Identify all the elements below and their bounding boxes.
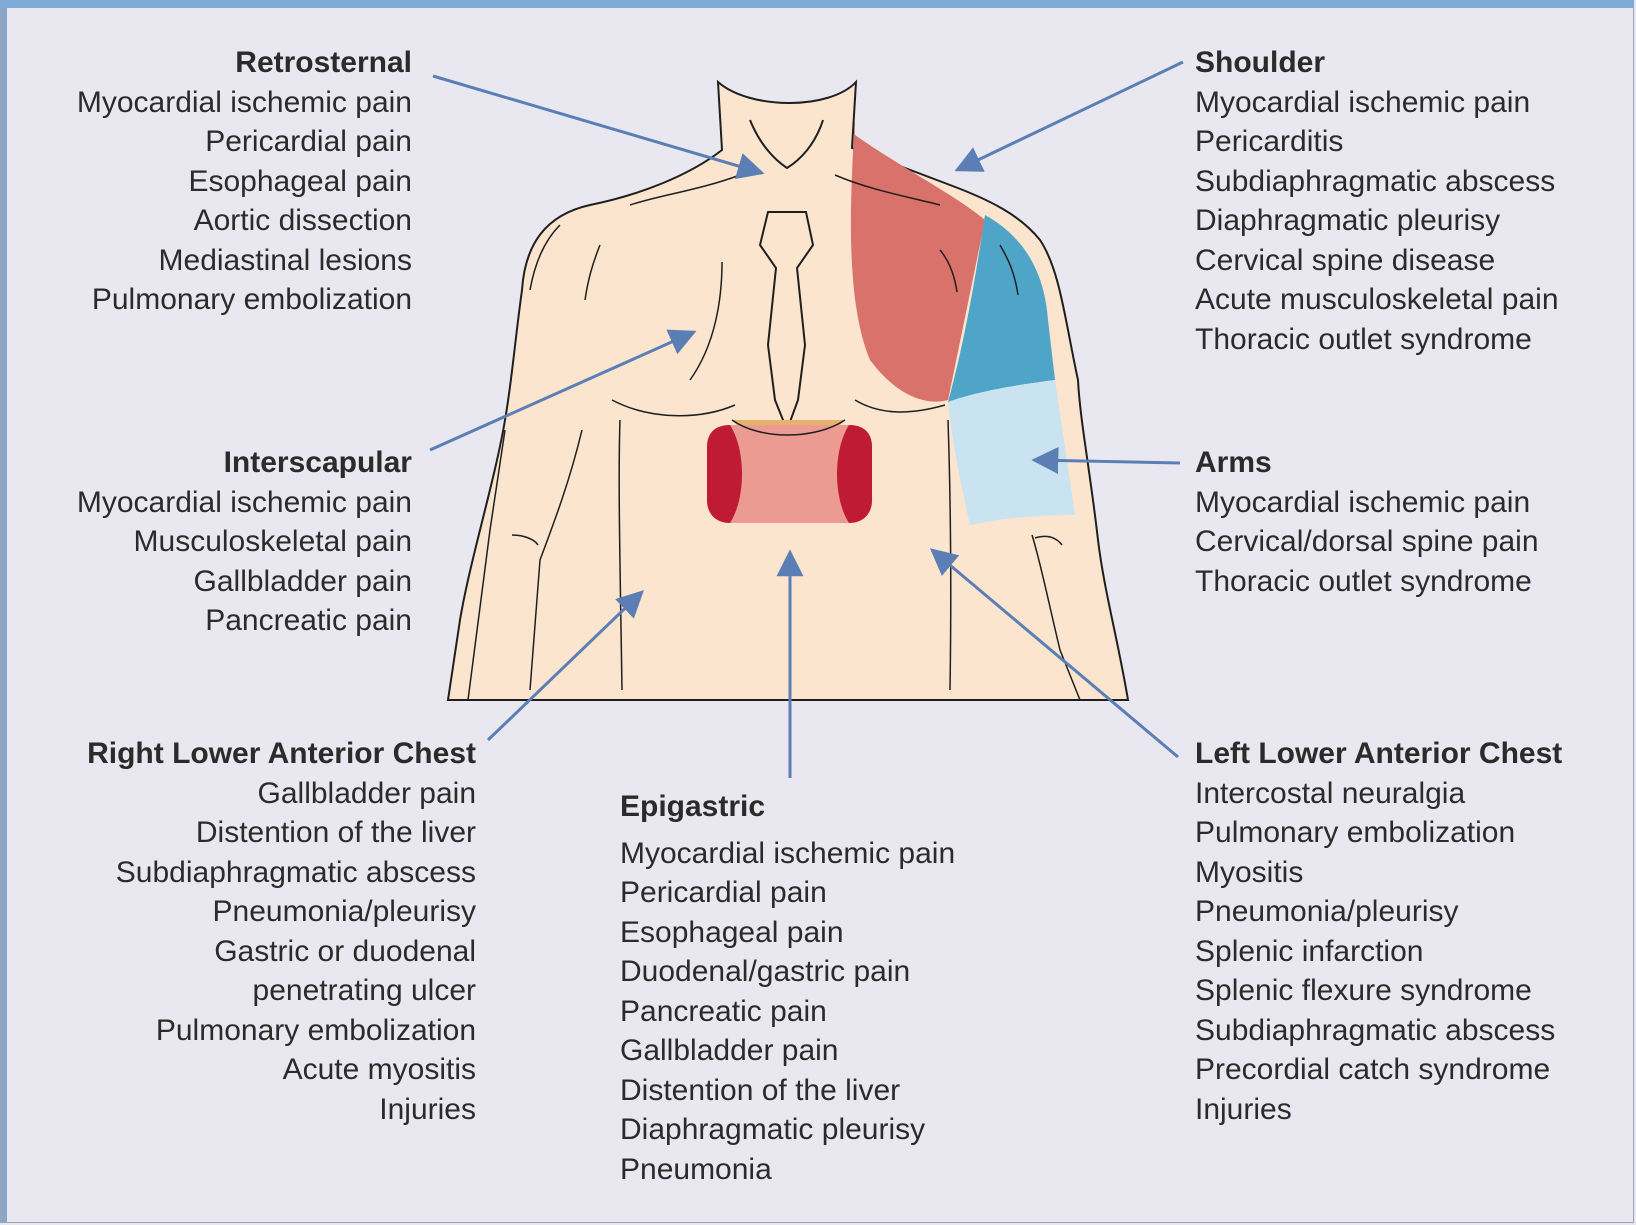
arrow-shoulder: [957, 62, 1183, 170]
list-item: Pulmonary embolization: [87, 1011, 476, 1051]
list-item: Diaphragmatic pleurisy: [620, 1110, 955, 1150]
list-item: Thoracic outlet syndrome: [1195, 320, 1559, 360]
list-item: Gallbladder pain: [620, 1031, 955, 1071]
list-item: Myocardial ischemic pain: [620, 834, 955, 874]
list-item: Distention of the liver: [87, 813, 476, 853]
list-item: Gallbladder pain: [87, 774, 476, 814]
list-item: Myocardial ischemic pain: [1195, 83, 1559, 123]
group-arms: Arms Myocardial ischemic pain Cervical/d…: [1195, 443, 1539, 601]
group-title: Interscapular: [77, 443, 412, 483]
group-title: Right Lower Anterior Chest: [87, 734, 476, 774]
list-item: Pericardial pain: [77, 122, 412, 162]
list-item: Subdiaphragmatic abscess: [1195, 162, 1559, 202]
list-item: Intercostal neuralgia: [1195, 774, 1562, 814]
arm-light-blue-region: [948, 380, 1075, 525]
group-title: Retrosternal: [77, 43, 412, 83]
list-item: Pericarditis: [1195, 122, 1559, 162]
list-item: Thoracic outlet syndrome: [1195, 562, 1539, 602]
list-item: Myocardial ischemic pain: [77, 483, 412, 523]
list-item: Pulmonary embolization: [77, 280, 412, 320]
list-item: Pulmonary embolization: [1195, 813, 1562, 853]
list-item: Musculoskeletal pain: [77, 522, 412, 562]
list-item: Aortic dissection: [77, 201, 412, 241]
arrow-retrosternal: [433, 76, 762, 173]
list-item: Duodenal/gastric pain: [620, 952, 955, 992]
group-left-lower-anterior-chest: Left Lower Anterior Chest Intercostal ne…: [1195, 734, 1562, 1129]
group-epigastric: Epigastric Myocardial ischemic pain Peri…: [620, 787, 955, 1189]
list-item: Injuries: [87, 1090, 476, 1130]
list-item: Injuries: [1195, 1090, 1562, 1130]
list-item: Subdiaphragmatic abscess: [87, 853, 476, 893]
list-item: Subdiaphragmatic abscess: [1195, 1011, 1562, 1051]
list-item: Diaphragmatic pleurisy: [1195, 201, 1559, 241]
group-title: Shoulder: [1195, 43, 1559, 83]
list-item: Pneumonia/pleurisy: [1195, 892, 1562, 932]
group-shoulder: Shoulder Myocardial ischemic pain Perica…: [1195, 43, 1559, 359]
list-item: Splenic flexure syndrome: [1195, 971, 1562, 1011]
epigastric-dark-right: [837, 425, 872, 523]
list-item: Acute musculoskeletal pain: [1195, 280, 1559, 320]
list-item: Mediastinal lesions: [77, 241, 412, 281]
list-item: Cervical spine disease: [1195, 241, 1559, 281]
list-item: Cervical/dorsal spine pain: [1195, 522, 1539, 562]
group-interscapular: Interscapular Myocardial ischemic pain M…: [77, 443, 412, 641]
list-item: Esophageal pain: [77, 162, 412, 202]
list-item: Pneumonia: [620, 1150, 955, 1190]
list-item: Pancreatic pain: [77, 601, 412, 641]
list-item: Pneumonia/pleurisy: [87, 892, 476, 932]
list-item: Esophageal pain: [620, 913, 955, 953]
list-item: Myocardial ischemic pain: [77, 83, 412, 123]
list-item: Precordial catch syndrome: [1195, 1050, 1562, 1090]
list-item: Myocardial ischemic pain: [1195, 483, 1539, 523]
group-right-lower-anterior-chest: Right Lower Anterior Chest Gallbladder p…: [87, 734, 476, 1129]
list-item: Pericardial pain: [620, 873, 955, 913]
group-title: Left Lower Anterior Chest: [1195, 734, 1562, 774]
list-item: penetrating ulcer: [87, 971, 476, 1011]
list-item: Distention of the liver: [620, 1071, 955, 1111]
list-item: Splenic infarction: [1195, 932, 1562, 972]
list-item: Gallbladder pain: [77, 562, 412, 602]
list-item: Myositis: [1195, 853, 1562, 893]
list-item: Gastric or duodenal: [87, 932, 476, 972]
list-item: Acute myositis: [87, 1050, 476, 1090]
group-retrosternal: Retrosternal Myocardial ischemic pain Pe…: [77, 43, 412, 320]
list-item: Pancreatic pain: [620, 992, 955, 1032]
epigastric-dark-left: [707, 425, 742, 523]
group-title: Arms: [1195, 443, 1539, 483]
group-title: Epigastric: [620, 787, 955, 827]
